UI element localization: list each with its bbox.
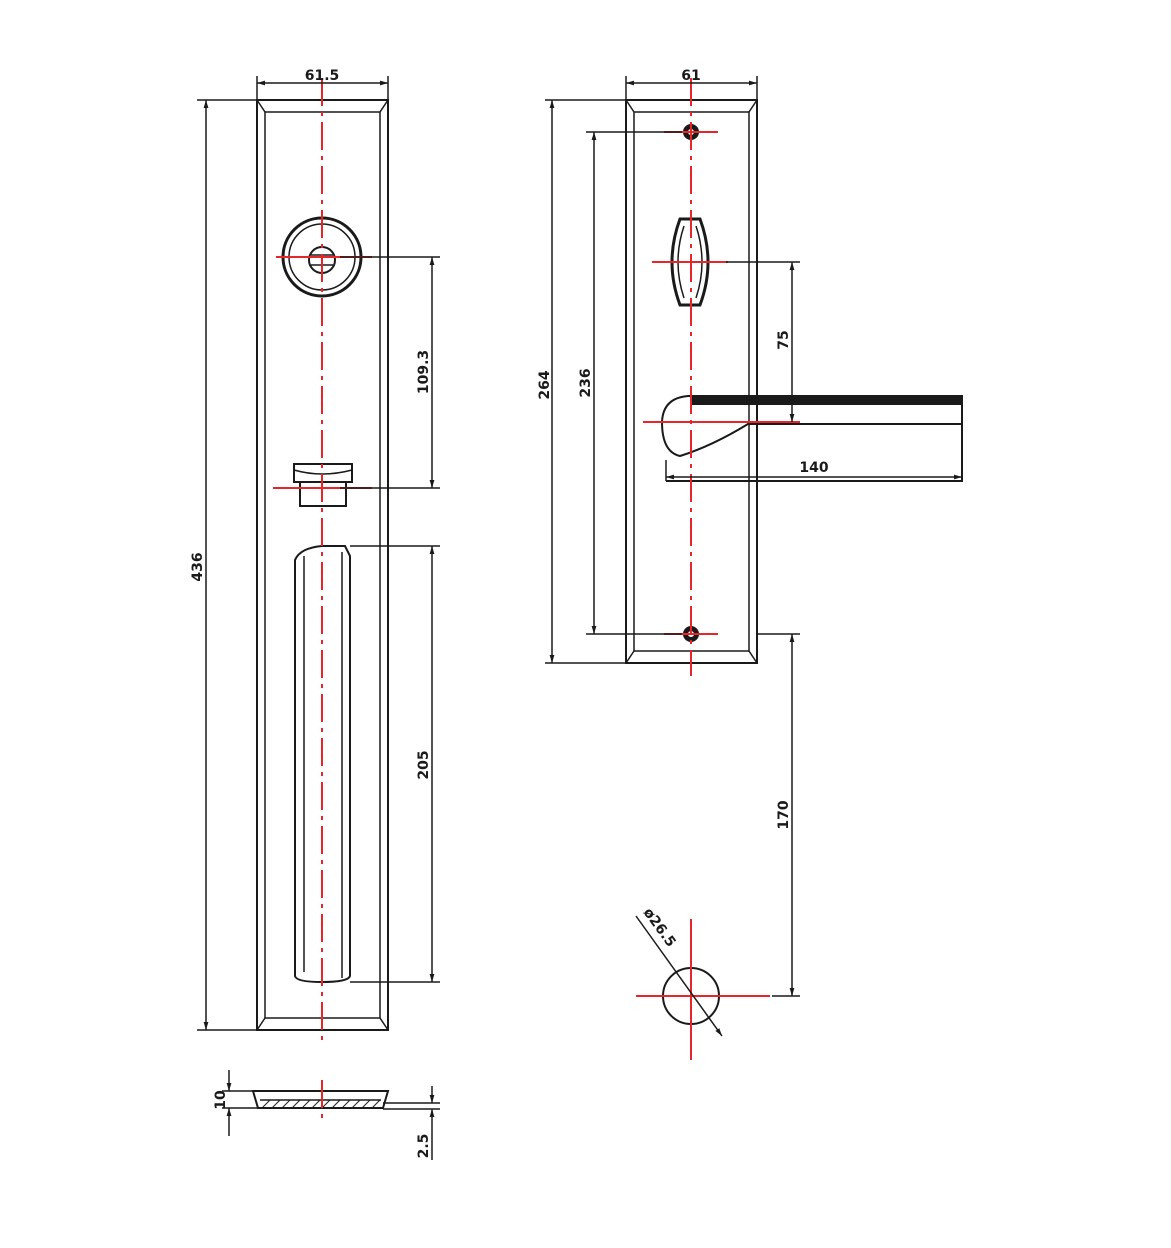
label-rose-diameter: ø26.5	[640, 905, 679, 950]
dim-cylinder-to-thumbturn: 109.3	[340, 256, 440, 489]
label-screw-spacing: 236	[578, 368, 594, 397]
dim-lever-to-rose: 170	[757, 633, 800, 997]
label-cylinder-to-thumbturn: 109.3	[416, 350, 432, 394]
label-turn-to-lever: 75	[776, 330, 792, 349]
dim-grip-length: 205	[350, 545, 440, 983]
dim-front-width: 61.5	[256, 68, 389, 100]
dim-inner-width: 61	[625, 68, 758, 100]
dim-front-height: 436	[190, 99, 257, 1031]
label-thickness: 10	[213, 1090, 229, 1110]
dim-turn-to-lever: 75	[726, 261, 800, 422]
label-lever-to-rose: 170	[776, 800, 792, 829]
dim-thickness: 10	[213, 1070, 258, 1136]
side-profile	[251, 1080, 390, 1122]
dim-inner-height: 264	[537, 99, 626, 664]
handle-grip	[294, 545, 351, 984]
label-lever-length: 140	[799, 460, 828, 476]
label-grip-length: 205	[416, 750, 432, 779]
dim-base-thickness: 2.5	[383, 1086, 440, 1160]
label-base-thickness: 2.5	[416, 1134, 432, 1159]
label-inner-height: 264	[537, 370, 553, 399]
label-inner-width: 61	[681, 68, 700, 84]
dim-lever-length: 140	[666, 460, 962, 480]
rose	[636, 919, 770, 1060]
label-front-width: 61.5	[305, 68, 340, 84]
lever-handle	[643, 395, 963, 482]
dim-screw-spacing: 236	[578, 131, 682, 635]
label-front-height: 436	[190, 552, 206, 581]
